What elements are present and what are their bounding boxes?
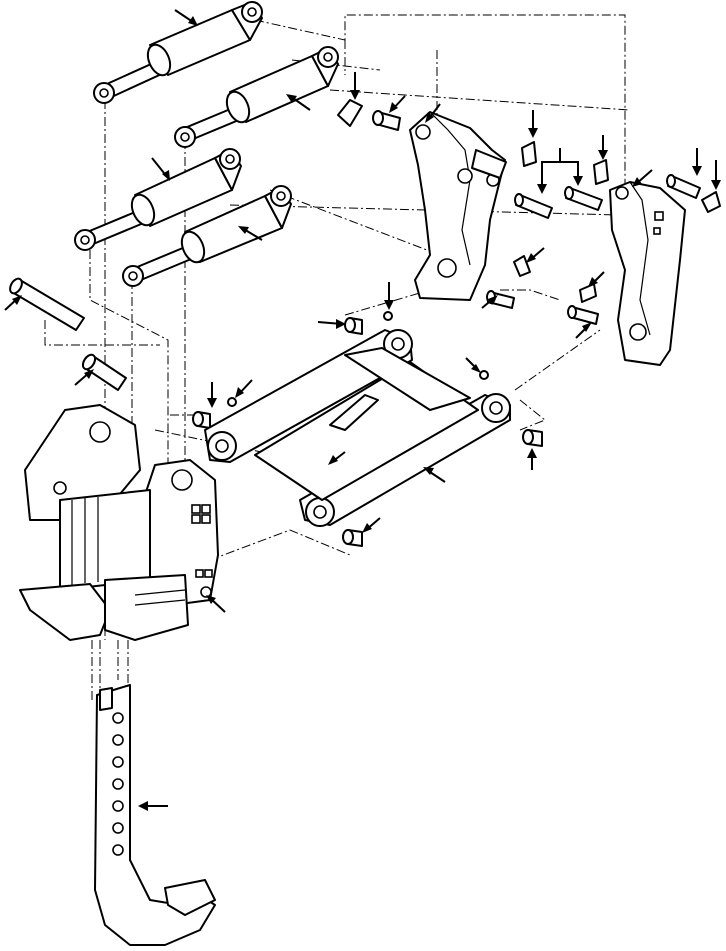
ripper-shank: [94, 684, 216, 946]
pin-small-4: [666, 174, 701, 199]
pin-short: [81, 353, 127, 391]
lift-frame: [204, 329, 511, 527]
grease-fitting-1: [383, 311, 393, 321]
bushing-4: [342, 529, 363, 547]
lock-plate-1: [337, 99, 363, 127]
lock-plate-4: [701, 191, 721, 213]
pin-small-1: [372, 110, 401, 131]
lock-plate-6: [579, 283, 597, 303]
lock-plate-2: [521, 141, 537, 167]
bushing-1: [344, 317, 363, 335]
pin-long: [9, 277, 85, 331]
hydraulic-cylinder-4: [122, 185, 292, 287]
shank-carrier: [19, 404, 219, 641]
callout-arrows: [4, 9, 721, 811]
hydraulic-cylinder-3: [74, 148, 242, 251]
lock-plate-3: [593, 159, 609, 185]
pin-small-3: [564, 186, 603, 211]
bushing-3: [522, 429, 543, 447]
hydraulic-cylinder-2: [174, 46, 339, 148]
lock-plate-5: [513, 255, 531, 277]
mounting-bracket-right: [609, 181, 686, 366]
bushing-2: [192, 411, 211, 429]
grease-fitting-2: [227, 397, 237, 407]
grease-fitting-3: [479, 370, 489, 380]
hydraulic-cylinder-1: [93, 1, 263, 104]
pin-small-2: [514, 193, 553, 219]
pin-small-6: [567, 305, 599, 325]
mounting-bracket-left: [409, 111, 507, 301]
